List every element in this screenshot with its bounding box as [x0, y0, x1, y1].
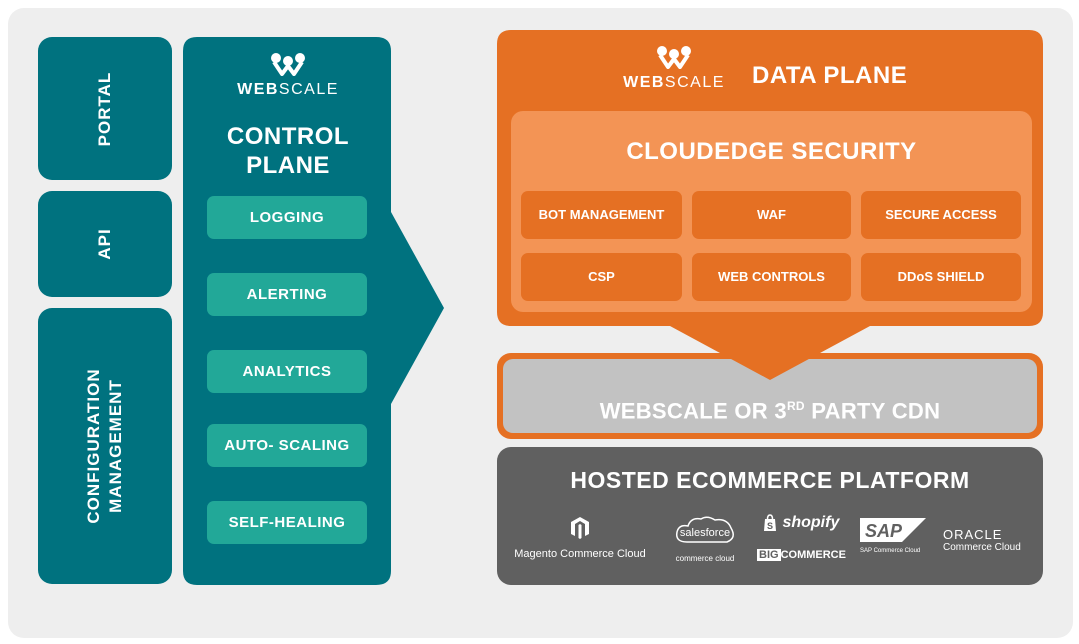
- control-plane-title: CONTROL PLANE: [226, 123, 350, 179]
- data-plane-logo: WEBSCALE: [618, 45, 730, 92]
- shopify-logo: S shopify: [762, 514, 844, 532]
- hosted-ecommerce-title: HOSTED ECOMMERCE PLATFORM: [570, 467, 970, 493]
- magento-logo: Magento Commerce Cloud: [505, 516, 655, 560]
- ddos-shield-cell: DDoS SHIELD: [861, 253, 1021, 301]
- svg-text:S: S: [767, 521, 773, 531]
- salesforce-logo: salesforce commerce cloud: [665, 514, 745, 563]
- logging-item: LOGGING: [207, 196, 367, 239]
- api-box: API: [38, 191, 172, 297]
- bot-management-cell: BOT MANAGEMENT: [521, 191, 682, 239]
- svg-text:SAP: SAP: [865, 521, 903, 541]
- analytics-item: ANALYTICS: [207, 350, 367, 393]
- data-plane-title: DATA PLANE: [752, 62, 908, 89]
- webscale-logo-icon: [657, 46, 691, 69]
- waf-cell: WAF: [692, 191, 851, 239]
- magento-icon: [571, 517, 589, 539]
- control-plane-logo-text: WEBSCALE: [237, 81, 339, 98]
- csp-cell: CSP: [521, 253, 682, 301]
- portal-box: PORTAL: [38, 37, 172, 180]
- cloudedge-security-title: CLOUDEDGE SECURITY: [626, 138, 917, 165]
- configuration-management-label: CONFIGURATION MANAGEMENT: [84, 368, 125, 524]
- oracle-logo: ORACLE Commerce Cloud: [943, 527, 1021, 553]
- self-healing-item: SELF-HEALING: [207, 501, 367, 544]
- api-label: API: [95, 228, 114, 260]
- control-plane-logo: WEBSCALE: [230, 52, 346, 99]
- data-plane-logo-text: WEBSCALE: [623, 74, 725, 91]
- web-controls-cell: WEB CONTROLS: [692, 253, 851, 301]
- configuration-management-box: CONFIGURATION MANAGEMENT: [38, 308, 172, 584]
- hosted-ecommerce-box: [497, 447, 1043, 585]
- cdn-label: WEBSCALE OR 3RD PARTY CDN: [599, 398, 941, 424]
- alerting-item: ALERTING: [207, 273, 367, 316]
- shopify-bag-icon: S: [764, 514, 776, 531]
- sap-logo: SAP SAP Commerce Cloud: [860, 518, 932, 554]
- salesforce-cloud-icon: [675, 516, 734, 543]
- auto-scaling-item: AUTO- SCALING: [207, 424, 367, 467]
- portal-label: PORTAL: [95, 71, 114, 146]
- sap-icon: SAP: [860, 518, 926, 542]
- secure-access-cell: SECURE ACCESS: [861, 191, 1021, 239]
- webscale-logo-icon: [271, 53, 305, 76]
